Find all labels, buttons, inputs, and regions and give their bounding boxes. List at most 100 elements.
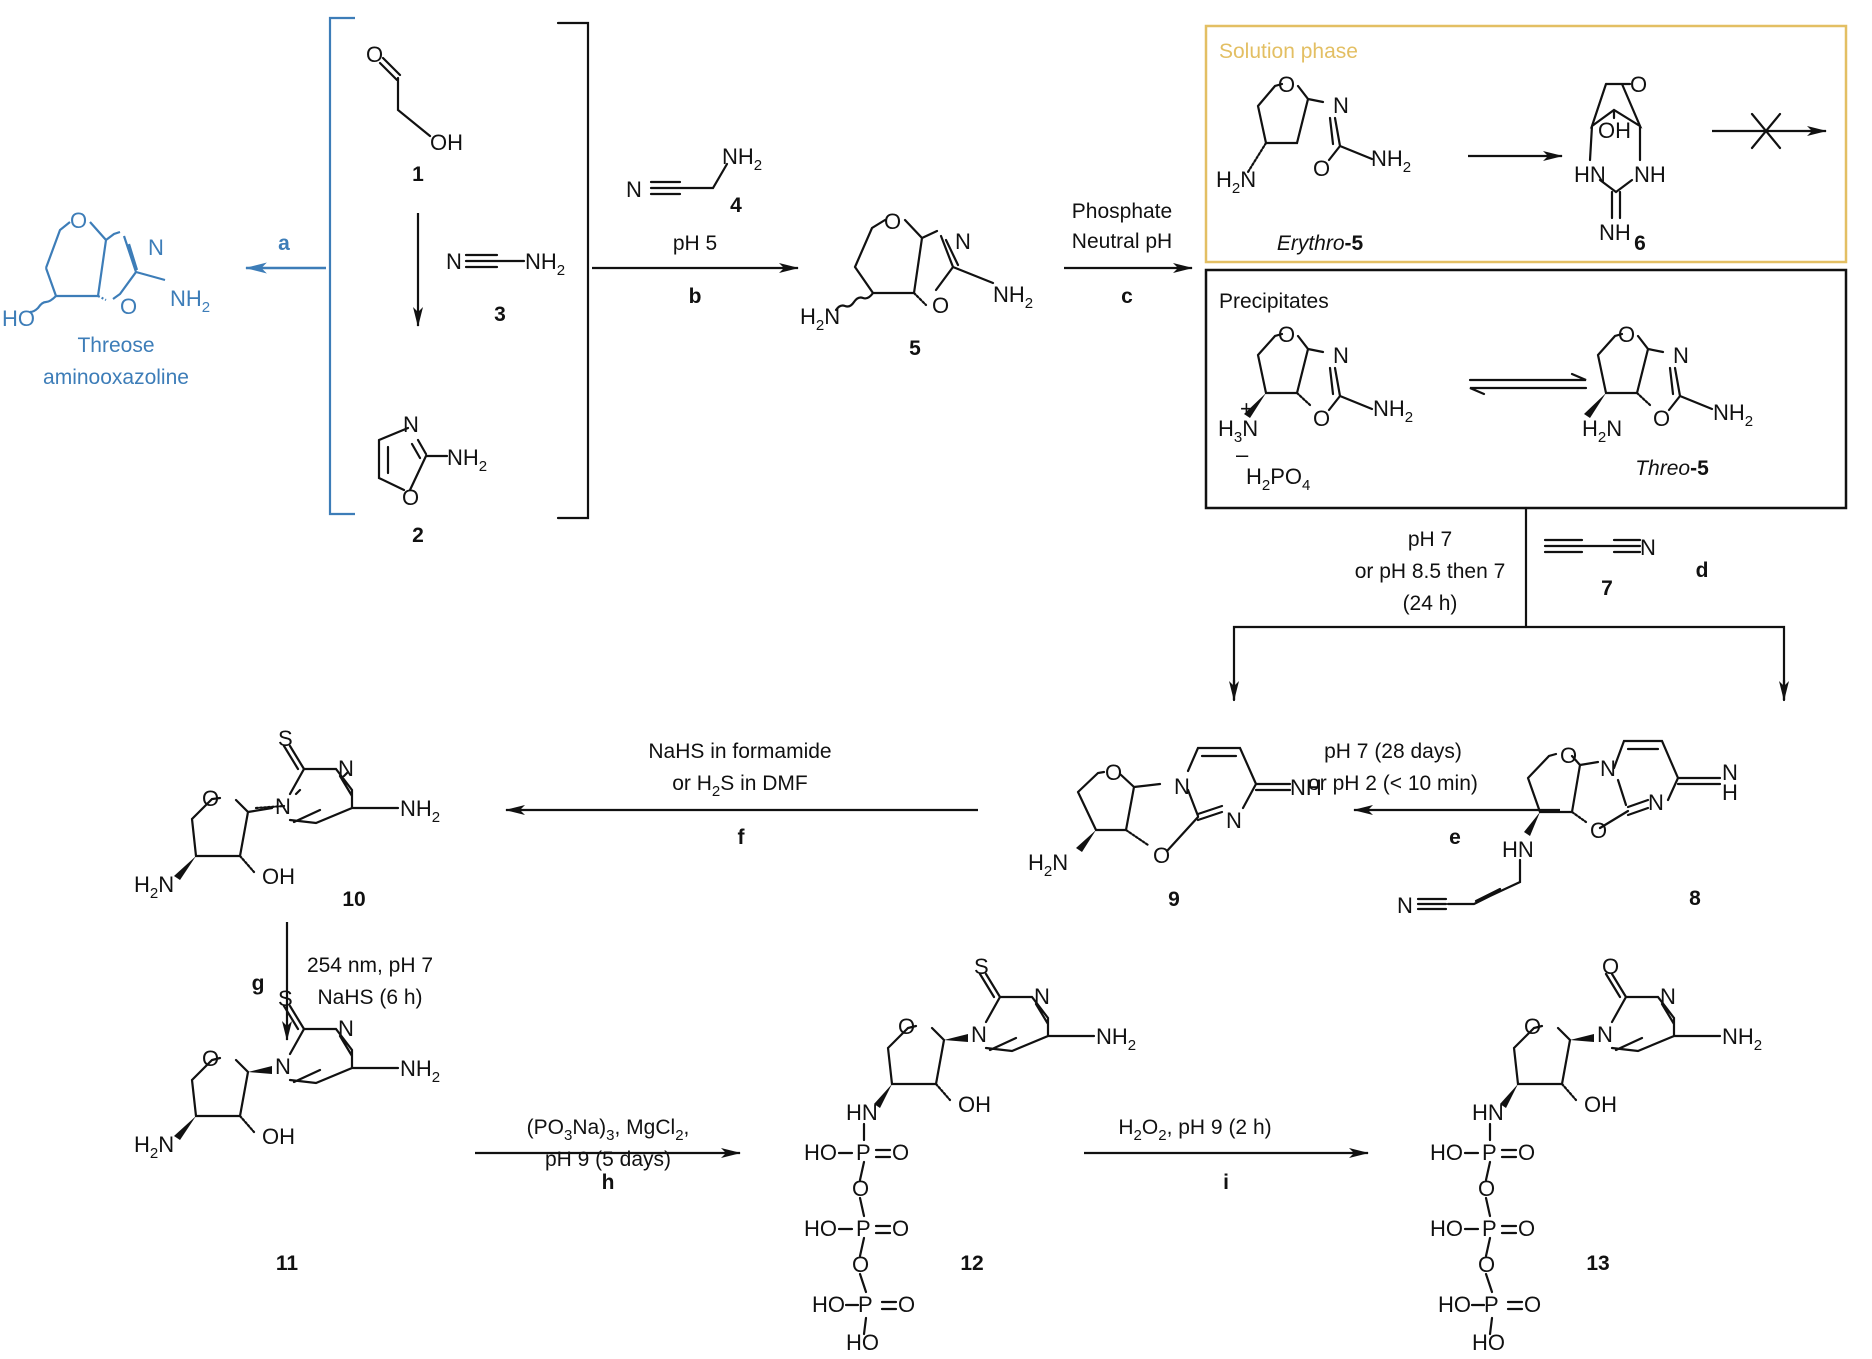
step-i-condition: H2O2, pH 9 (2 h) — [1118, 1116, 1271, 1144]
atom-h2n: H2N — [134, 1132, 174, 1162]
atom-s: S — [278, 726, 293, 751]
counterion-h2po4: H2PO4 — [1246, 464, 1310, 494]
atom-ho: HO — [1438, 1292, 1471, 1317]
atom-o: O — [202, 786, 219, 811]
compound-5: O N O NH2 H2N 5 — [800, 209, 1033, 360]
atom-o: O — [898, 1292, 915, 1317]
atom-nh2: NH2 — [1713, 400, 1753, 430]
atom-h2n: H2N — [1028, 850, 1068, 880]
atom-oh: OH — [1584, 1092, 1617, 1117]
compound-8: O N N O N H HN N 8 — [1397, 739, 1738, 918]
compound-label-threo-5: Threo-5 — [1635, 457, 1709, 480]
atom-h3n-plus: H3N — [1218, 416, 1258, 446]
atom-n: N — [1648, 790, 1664, 815]
atom-o: O — [892, 1216, 909, 1241]
atom-n: N — [1597, 1022, 1613, 1047]
atom-nh: NH — [1290, 775, 1322, 800]
atom-n: N — [971, 1022, 987, 1047]
atom-o: O — [1630, 72, 1647, 97]
atom-hn: HN — [1472, 1100, 1504, 1125]
atom-n: N — [1722, 760, 1738, 785]
compound-label-8: 8 — [1689, 887, 1701, 910]
atom-o: O — [1518, 1216, 1535, 1241]
step-label-i: i — [1223, 1171, 1229, 1194]
bracket-right — [556, 21, 590, 520]
atom-nh2: NH2 — [400, 796, 440, 826]
compound-label-11: 11 — [276, 1252, 299, 1275]
atom-nh2: NH2 — [1722, 1024, 1762, 1054]
precipitates-title: Precipitates — [1219, 290, 1329, 313]
atom-p: P — [856, 1140, 871, 1165]
atom-n: N — [1034, 984, 1050, 1009]
atom-p: P — [858, 1292, 873, 1317]
atom-h2n: H2N — [800, 304, 840, 334]
atom-n: N — [275, 794, 291, 819]
compound-label-9: 9 — [1168, 888, 1180, 911]
atom-o: O — [1524, 1014, 1541, 1039]
atom-o: O — [1518, 1140, 1535, 1165]
atom-nh2: NH2 — [170, 286, 210, 316]
atom-nh2: NH2 — [447, 445, 487, 475]
compound-1: O OH 1 — [366, 42, 463, 186]
atom-o: O — [884, 209, 901, 234]
atom-n: N — [955, 229, 971, 254]
compound-13: O N N O NH2 OH HN HO P O O HO P O O HO P… — [1430, 954, 1762, 1355]
atom-h2n: H2N — [134, 872, 174, 902]
compound-11: O N N S NH2 OH H2N 11 — [134, 986, 440, 1275]
step-e-condition-2: or pH 2 (< 10 min) — [1308, 772, 1478, 795]
atom-o: O — [1478, 1252, 1495, 1277]
atom-o: O — [1618, 322, 1635, 347]
compound-label-7: 7 — [1601, 577, 1613, 600]
compound-2: N O NH2 2 — [377, 412, 487, 547]
atom-p: P — [1484, 1292, 1499, 1317]
atom-nh2: NH2 — [400, 1056, 440, 1086]
cross-icon — [1750, 112, 1782, 150]
step-label-b: b — [689, 285, 702, 308]
atom-o: O — [366, 42, 383, 67]
step-label-f: f — [738, 826, 746, 849]
atom-n: N — [148, 235, 164, 260]
atom-o: O — [70, 208, 87, 233]
atom-oh: OH — [262, 864, 295, 889]
atom-ho: HO — [812, 1292, 845, 1317]
atom-o-carbonyl: O — [1602, 954, 1619, 979]
step-e-condition-1: pH 7 (28 days) — [1324, 740, 1462, 763]
equilibrium-arrows — [1468, 372, 1588, 396]
compound-label-6: 6 — [1634, 232, 1646, 255]
step-label-a: a — [278, 232, 290, 255]
step-f-condition-2: or H2S in DMF — [672, 772, 808, 800]
atom-s: S — [974, 954, 989, 979]
atom-o: O — [1478, 1176, 1495, 1201]
atom-oh: OH — [262, 1124, 295, 1149]
atom-n: N — [1600, 756, 1616, 781]
step-h-condition-1: (PO3Na)3, MgCl2, — [527, 1116, 690, 1144]
compound-12: O N N S NH2 OH HN HO P O O HO P O O HO P… — [804, 954, 1136, 1355]
atom-h2n: H2N — [1216, 167, 1256, 197]
atom-nh: NH — [1634, 162, 1666, 187]
atom-ho: HO — [1472, 1330, 1505, 1355]
compound-6: O OH HN NH NH 6 — [1574, 72, 1666, 255]
compound-7: N 7 — [1543, 535, 1656, 600]
minus-charge: – — [1236, 442, 1249, 467]
atom-nh: NH — [1599, 220, 1631, 245]
atom-nh2: NH2 — [993, 282, 1033, 312]
compound-label-13: 13 — [1586, 1252, 1609, 1275]
atom-hn: HN — [846, 1100, 878, 1125]
atom-nh2: NH2 — [722, 144, 762, 174]
plus-charge: + — [1240, 396, 1253, 421]
blocked-arrow — [1712, 112, 1827, 150]
threose-name-line2: aminooxazoline — [43, 366, 189, 389]
atom-o: O — [1313, 406, 1330, 431]
step-h-condition-2: pH 9 (5 days) — [545, 1148, 671, 1171]
atom-n: N — [275, 1054, 291, 1079]
atom-oh: OH — [1598, 118, 1631, 143]
solution-phase-box — [1204, 24, 1848, 264]
atom-o: O — [852, 1252, 869, 1277]
atom-o: O — [120, 294, 137, 319]
threose-name-line1: Threose — [77, 334, 154, 357]
atom-p: P — [856, 1216, 871, 1241]
atom-o: O — [852, 1176, 869, 1201]
atom-o: O — [1653, 406, 1670, 431]
bracket-left — [328, 16, 355, 516]
compound-10: O N N S NH2 OH H2N 10 — [134, 726, 440, 911]
